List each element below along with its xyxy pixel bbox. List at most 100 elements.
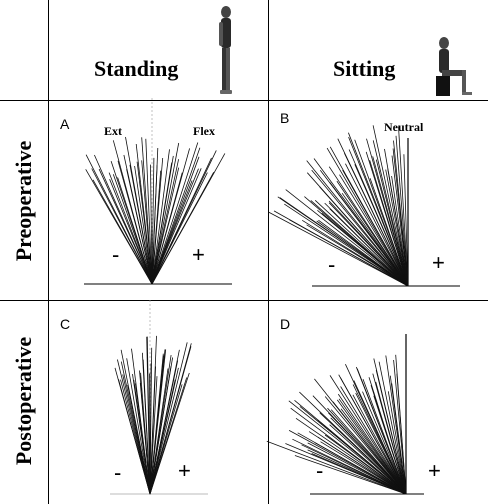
panel-a-flex-label: Flex xyxy=(193,124,215,138)
panel-b-ray xyxy=(398,126,409,287)
panel-d-ray xyxy=(353,380,407,495)
panel-c-ray xyxy=(149,342,188,495)
panel-b-ray xyxy=(328,166,409,287)
panel-a-ray xyxy=(125,136,153,285)
panel-b-minus-sign: - xyxy=(328,252,336,277)
panel-c-ray xyxy=(149,347,153,495)
panel-a-ray xyxy=(117,177,153,285)
panel-b-ray xyxy=(391,175,409,287)
panel-b-ray xyxy=(326,147,409,287)
column-header-sitting: Sitting xyxy=(333,56,396,81)
panel-d-ray xyxy=(297,432,407,495)
panel-b-ray xyxy=(348,132,409,287)
panel-b-ray xyxy=(268,211,409,287)
panel-b-ray xyxy=(314,200,409,287)
panel-d-ray xyxy=(308,431,407,495)
panel-d-ray xyxy=(373,358,407,495)
grid-horizontal-top xyxy=(0,100,488,101)
panel-b-ray xyxy=(395,135,409,287)
panel-c-minus-sign: - xyxy=(114,460,122,485)
panel-a-ray xyxy=(123,154,153,285)
panel-c-ray xyxy=(142,352,151,495)
panel-d-ray xyxy=(340,386,407,495)
panel-d-ray xyxy=(317,419,407,495)
panel-c-ray xyxy=(114,367,151,495)
sitting-person-icon xyxy=(436,37,472,96)
panel-c-ray xyxy=(126,358,151,495)
panel-b-ray xyxy=(391,155,409,287)
panel-b-ray xyxy=(329,146,409,287)
panel-a-ray xyxy=(134,165,153,285)
panel-b-ray xyxy=(285,189,409,287)
panel-a-ray xyxy=(108,172,153,285)
panel-d-ray xyxy=(330,409,407,495)
panel-b-ray xyxy=(369,178,409,287)
panel-a-ray xyxy=(151,155,174,285)
standing-person-icon xyxy=(219,6,232,94)
panel-a-plus-sign: + xyxy=(192,242,205,267)
panel-d-ray xyxy=(288,400,407,495)
panel-c-ray xyxy=(146,336,151,495)
panel-c-ray xyxy=(120,349,151,495)
panel-a-minus-sign: - xyxy=(112,242,120,267)
panel-a-ray xyxy=(92,179,153,285)
panel-b-ray xyxy=(313,158,409,287)
panel-d-ray xyxy=(324,396,407,495)
panel-b-ray xyxy=(403,154,409,287)
panel-a-ray xyxy=(151,172,208,285)
panel-a-ray xyxy=(145,138,153,285)
panel-d-ray xyxy=(362,391,407,495)
panel-b-ray xyxy=(372,156,409,287)
panel-a-ray xyxy=(151,142,199,285)
panel-a-ray xyxy=(94,154,153,285)
panel-b-ray xyxy=(310,200,409,287)
panel-b-ray xyxy=(307,172,409,287)
panel-b-ray xyxy=(306,224,409,287)
panel-b-ray xyxy=(306,160,409,287)
panel-c-ray xyxy=(149,376,158,495)
panel-d-ray xyxy=(292,438,407,495)
panel-c-ray xyxy=(149,366,172,495)
panel-a-ray xyxy=(151,165,158,285)
panel-c-ray xyxy=(140,372,151,495)
panel-d-ray xyxy=(362,378,407,495)
panel-b-ray xyxy=(393,140,409,287)
panel-b-neutral-label: Neutral xyxy=(384,120,424,134)
panel-c-ray xyxy=(120,379,151,495)
panel-a-ray xyxy=(151,148,190,285)
panel-d-ray xyxy=(329,375,407,495)
panel-a-ray xyxy=(117,160,153,285)
grid-vertical-middle xyxy=(268,0,269,504)
panel-a-ray xyxy=(151,167,180,285)
panel-d-ray xyxy=(294,455,407,495)
panel-letter-d: D xyxy=(280,316,291,332)
panel-b-ray xyxy=(345,163,409,287)
panel-d-ray xyxy=(337,393,407,495)
panel-letter-c: C xyxy=(60,316,71,332)
panel-c-ray xyxy=(131,348,151,495)
panel-c-ray xyxy=(149,368,169,495)
panel-b-ray xyxy=(341,192,409,287)
panel-d-ray xyxy=(299,391,407,495)
panel-d-ray xyxy=(352,394,407,495)
panel-d-ray xyxy=(389,375,407,495)
panel-a-ray xyxy=(151,168,202,285)
panel-a-ray xyxy=(151,142,180,285)
panel-c-ray xyxy=(149,349,167,495)
panel-c-ray xyxy=(149,377,188,495)
panel-c-ray xyxy=(149,379,176,495)
panel-b-ray xyxy=(329,208,409,287)
panel-b-plus-sign: + xyxy=(432,250,445,275)
panel-b-ray xyxy=(337,138,409,287)
panel-b-ray xyxy=(375,159,409,287)
panel-letter-a: A xyxy=(60,116,70,132)
panel-b-ray xyxy=(318,219,409,287)
panel-d-ray xyxy=(295,417,407,495)
grid-horizontal-middle xyxy=(0,300,488,301)
panel-d-ray xyxy=(395,354,407,495)
column-header-standing: Standing xyxy=(94,56,179,81)
panel-b-ray xyxy=(372,125,409,287)
panel-b-ray xyxy=(273,210,409,287)
panel-d-ray xyxy=(324,434,407,495)
panel-a-ext-label: Ext xyxy=(104,124,122,138)
